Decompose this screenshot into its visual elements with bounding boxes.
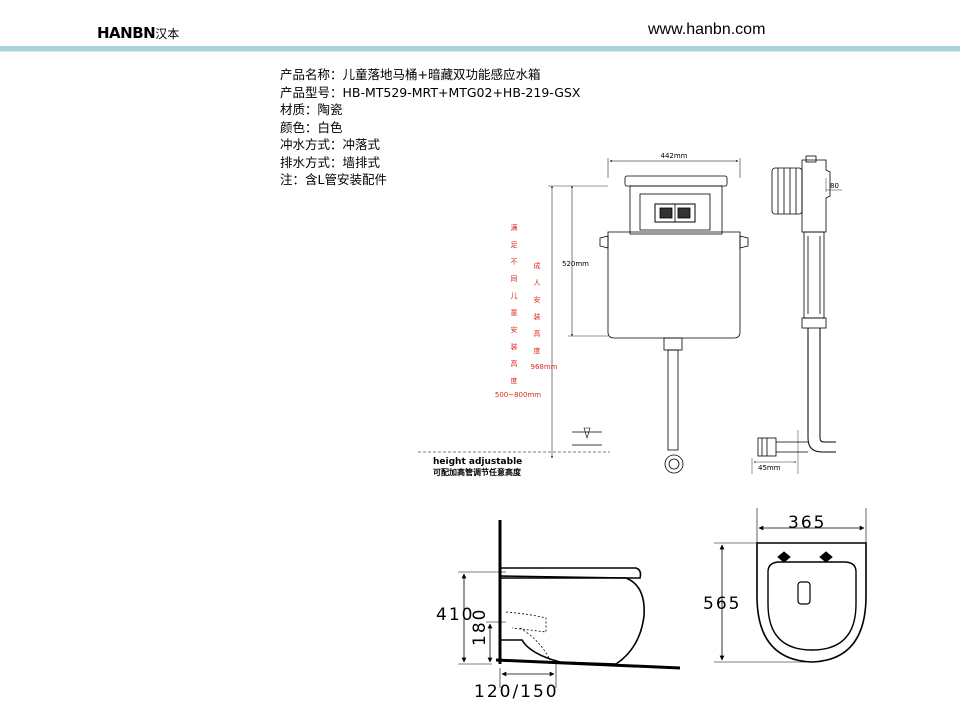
adult-char-0: 成 (534, 261, 541, 270)
logo-english: HANBN (97, 24, 156, 42)
child-height-note: 满 足 不 同 儿 童 安 装 高 度 500~800mm (495, 223, 541, 399)
height-adjustable-cn: 可配加高管调节任意高度 (433, 467, 522, 477)
child-char-1: 足 (511, 241, 518, 249)
spec-color: 颜色：白色 (280, 119, 343, 135)
tank-width-label: 442mm (661, 152, 688, 160)
brand-logo[interactable]: HANBN 汉本 (97, 24, 179, 42)
side-depth-label: 80 (830, 182, 839, 190)
height-adjustable-en: height adjustable (433, 457, 522, 467)
logo-chinese: 汉本 (155, 27, 180, 41)
adult-char-4: 高 (534, 329, 541, 338)
spec-material: 材质：陶瓷 (280, 102, 343, 117)
spec-note: 注：含L管安装配件 (280, 172, 387, 187)
toilet-width-label: 365 (788, 513, 826, 533)
child-char-8: 高 (511, 359, 518, 368)
child-char-4: 儿 (511, 292, 518, 300)
website-url[interactable]: www.hanbn.com (648, 21, 766, 38)
toilet-height-label: 410 (436, 605, 474, 625)
spec-drain-type: 排水方式：墙排式 (280, 154, 381, 170)
page-header: HANBN 汉本 www.hanbn.com (0, 0, 960, 52)
tank-side-view (751, 155, 842, 474)
tank-height-label: 520mm (562, 260, 589, 268)
adult-char-3: 装 (534, 312, 541, 321)
child-char-2: 不 (511, 258, 518, 266)
toilet-top-view (714, 508, 867, 663)
adult-char-5: 度 (534, 346, 541, 355)
outlet-distance-label: 120/150 (474, 682, 559, 702)
toilet-side-view (458, 520, 681, 688)
header-divider (0, 46, 960, 51)
adult-char-2: 安 (534, 295, 541, 304)
outlet-height-label: 180 (470, 608, 490, 646)
adult-height-note: 成 人 安 装 高 度 968mm (531, 261, 558, 371)
spec-model: 产品型号：HB-MT529-MRT+MTG02+HB-219-GSX (280, 84, 581, 100)
spec-product-name: 产品名称：儿童落地马桶+暗藏双功能感应水箱 (280, 67, 541, 82)
toilet-length-label: 565 (703, 594, 741, 614)
pipe-size-label: 45mm (758, 464, 781, 472)
adult-char-1: 人 (534, 279, 541, 287)
child-char-7: 装 (511, 342, 518, 351)
tank-front-view (418, 158, 749, 474)
child-height-range: 500~800mm (495, 391, 541, 399)
spec-flush-type: 冲水方式：冲落式 (280, 137, 381, 152)
header-divider-light (0, 51, 960, 52)
child-char-6: 安 (511, 325, 518, 334)
child-char-3: 同 (511, 275, 518, 283)
total-height-label: 968mm (531, 363, 558, 371)
child-char-9: 度 (511, 376, 518, 385)
child-char-0: 满 (511, 223, 518, 232)
product-specs: 产品名称：儿童落地马桶+暗藏双功能感应水箱 产品型号：HB-MT529-MRT+… (280, 66, 580, 189)
child-char-5: 童 (511, 308, 518, 317)
